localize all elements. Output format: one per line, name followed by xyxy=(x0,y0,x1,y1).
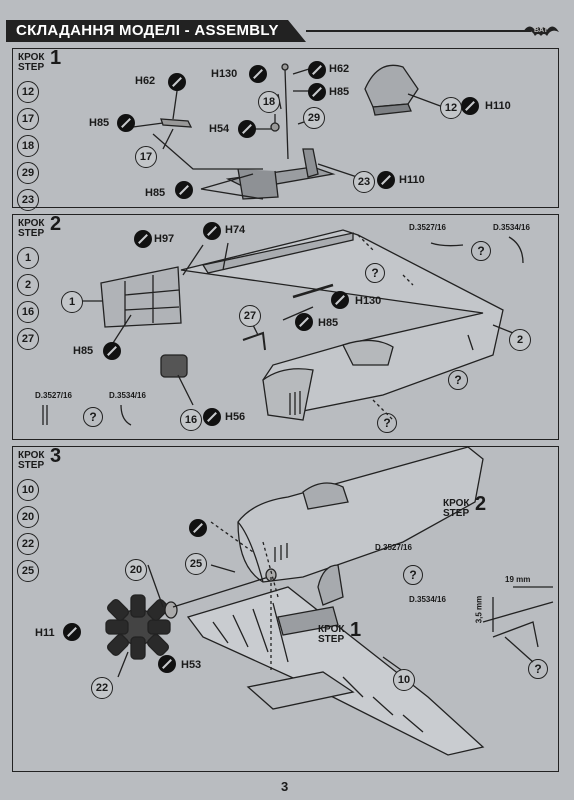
step-1-parts: 12 17 18 29 23 xyxy=(17,81,39,216)
paint-icon xyxy=(134,230,152,248)
paint-icon xyxy=(175,181,193,199)
reference-code: D.3534/16 xyxy=(409,595,446,604)
part-number: 17 xyxy=(17,108,39,130)
question-icon: ? xyxy=(471,241,491,261)
paint-icon xyxy=(295,313,313,331)
step-3-drawing xyxy=(105,447,554,756)
paint-code: H62 xyxy=(135,75,156,87)
part-number: 22 xyxy=(17,533,39,555)
part-callout: 29 xyxy=(303,107,325,129)
step-2-label: КРОК STEP 2 xyxy=(18,213,62,239)
paint-icon xyxy=(63,623,81,641)
step-1-label: КРОК STEP 1 xyxy=(18,47,62,73)
paint-code: H85 xyxy=(89,117,110,129)
step-1-crossref: КРОК STEP 1 xyxy=(318,619,362,645)
part-number: 20 xyxy=(17,506,39,528)
paint-icon xyxy=(203,222,221,240)
part-number: 1 xyxy=(17,247,39,269)
paint-icon xyxy=(189,519,207,537)
paint-code: H85 xyxy=(145,187,166,199)
page-number: 3 xyxy=(281,779,289,794)
reference-code: D.3527/16 xyxy=(409,223,446,232)
part-number: 10 xyxy=(17,479,39,501)
paint-code: H130 xyxy=(211,68,238,80)
dimension-label: 19 mm xyxy=(505,575,531,584)
step-2-drawing xyxy=(42,229,524,426)
bat-logo-icon: BAT xyxy=(523,26,559,36)
paint-icon xyxy=(308,61,326,79)
paint-icon xyxy=(238,120,256,138)
part-callout: 25 xyxy=(185,553,207,575)
page-header: СКЛАДАННЯ МОДЕЛІ - ASSEMBLY BAT xyxy=(6,20,561,42)
paint-icon xyxy=(461,97,479,115)
paint-code: H97 xyxy=(154,233,175,245)
step-2-crossref: КРОК STEP 2 xyxy=(443,493,487,519)
paint-code: H110 xyxy=(485,100,511,112)
paint-code: H85 xyxy=(73,345,94,357)
paint-icon xyxy=(377,171,395,189)
logo-text: BAT xyxy=(534,27,549,34)
paint-icon xyxy=(331,291,349,309)
paint-code: H74 xyxy=(225,224,246,236)
paint-icon xyxy=(203,408,221,426)
step-2-parts: 1 2 16 27 xyxy=(17,247,39,355)
paint-code: H62 xyxy=(329,63,350,75)
question-icon: ? xyxy=(403,565,423,585)
header-bar xyxy=(6,20,306,42)
part-number: 2 xyxy=(17,274,39,296)
paint-code: H54 xyxy=(209,123,230,135)
part-callout: 22 xyxy=(91,677,113,699)
part-callout: 12 xyxy=(440,97,462,119)
part-number: 29 xyxy=(17,162,39,184)
reference-code: D.3534/16 xyxy=(493,223,530,232)
part-number: 16 xyxy=(17,301,39,323)
part-callout: 16 xyxy=(180,409,202,431)
paint-icon xyxy=(249,65,267,83)
part-callout: 1 xyxy=(61,291,83,313)
paint-code: H85 xyxy=(329,86,350,98)
part-callout: 27 xyxy=(239,305,261,327)
paint-code: H11 xyxy=(35,627,55,639)
dimension-label: 3,5 mm xyxy=(474,595,484,624)
paint-code: H53 xyxy=(181,659,202,671)
paint-icon xyxy=(168,73,186,91)
part-number: 18 xyxy=(17,135,39,157)
page-title: СКЛАДАННЯ МОДЕЛІ - ASSEMBLY xyxy=(16,22,279,39)
paint-code: H85 xyxy=(318,317,339,329)
wrench-icon: ? xyxy=(528,659,548,679)
part-number: 25 xyxy=(17,560,39,582)
reference-code: D.3534/16 xyxy=(109,391,146,400)
part-number: 27 xyxy=(17,328,39,350)
question-icon: ? xyxy=(448,370,468,390)
question-icon: ? xyxy=(365,263,385,283)
part-callout: 20 xyxy=(125,559,147,581)
paint-code: H110 xyxy=(399,174,425,186)
part-callout: 18 xyxy=(258,91,280,113)
part-callout: 10 xyxy=(393,669,415,691)
paint-icon xyxy=(103,342,121,360)
part-number: 23 xyxy=(17,189,39,211)
step-3-panel: КРОК STEP 3 10 20 22 25 xyxy=(12,446,559,772)
paint-icon xyxy=(117,114,135,132)
step-1-panel: КРОК STEP 1 12 17 18 29 23 xyxy=(12,47,559,211)
question-icon: ? xyxy=(83,407,103,427)
question-icon: ? xyxy=(377,413,397,433)
step-1-drawing xyxy=(132,63,444,200)
paint-icon xyxy=(158,655,176,673)
step-2-panel: КРОК STEP 2 1 2 16 27 xyxy=(12,214,559,440)
step-3-label: КРОК STEP 3 xyxy=(18,445,62,471)
part-number: 12 xyxy=(17,81,39,103)
reference-code: D.3527/16 xyxy=(375,543,412,552)
paint-icon xyxy=(308,83,326,101)
paint-code: H56 xyxy=(225,411,246,423)
part-callout: 17 xyxy=(135,146,157,168)
reference-code: D.3527/16 xyxy=(35,391,72,400)
part-callout: 23 xyxy=(353,171,375,193)
paint-code: H130 xyxy=(355,295,382,307)
header-rule xyxy=(306,30,531,32)
part-callout: 2 xyxy=(509,329,531,351)
step-3-parts: 10 20 22 25 xyxy=(17,479,39,587)
